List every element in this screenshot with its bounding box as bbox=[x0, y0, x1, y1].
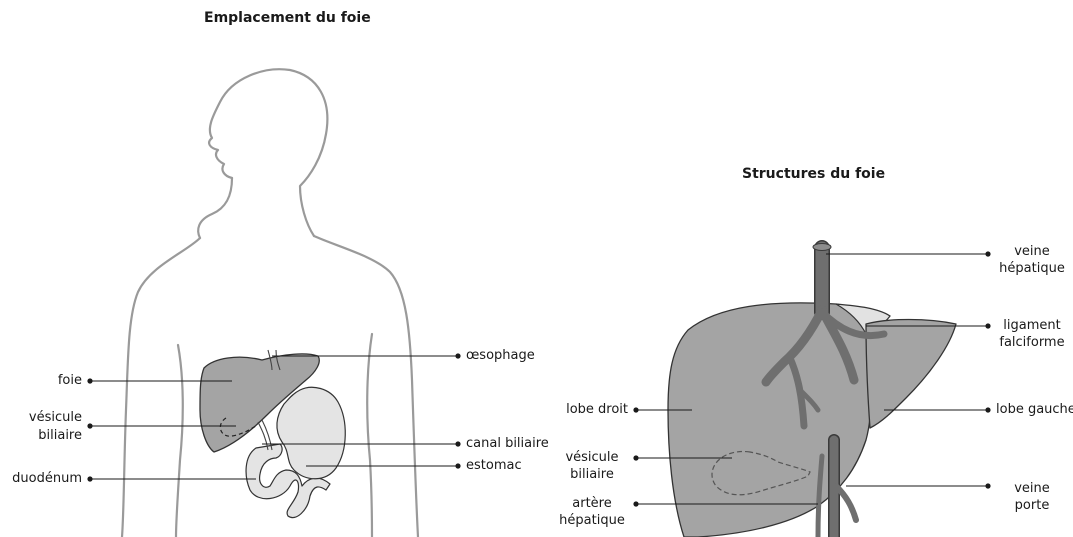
stomach-shape bbox=[277, 387, 345, 478]
body-silhouette bbox=[122, 69, 418, 537]
label-veine-hepatique-line1: veine bbox=[994, 244, 1070, 260]
label-vesicule-line1: vésicule bbox=[10, 410, 82, 426]
label-ligament-line1: ligament bbox=[994, 318, 1070, 334]
label-oesophage: œsophage bbox=[466, 348, 535, 364]
label-vesicule-right-line2: biliaire bbox=[556, 467, 628, 483]
label-ligament-line2: falciforme bbox=[994, 335, 1070, 351]
label-veine-hepatique-line2: hépatique bbox=[994, 261, 1070, 277]
label-veine-porte-line2: porte bbox=[994, 498, 1070, 514]
label-artere-line1: artère bbox=[556, 496, 628, 512]
liver-detail bbox=[668, 244, 956, 537]
left-title: Emplacement du foie bbox=[204, 10, 371, 26]
right-title: Structures du foie bbox=[742, 166, 885, 182]
label-canal-biliaire: canal biliaire bbox=[466, 436, 549, 452]
label-artere-line2: hépatique bbox=[556, 513, 628, 529]
left-organs bbox=[200, 350, 345, 518]
label-lobe-gauche: lobe gauche bbox=[996, 402, 1073, 418]
label-foie: foie bbox=[10, 373, 82, 389]
label-vesicule-line2: biliaire bbox=[10, 428, 82, 444]
label-estomac: estomac bbox=[466, 458, 522, 474]
label-lobe-droit: lobe droit bbox=[540, 402, 628, 418]
label-vesicule-right-line1: vésicule bbox=[556, 450, 628, 466]
label-duodenum: duodénum bbox=[4, 471, 82, 487]
label-veine-porte-line1: veine bbox=[994, 481, 1070, 497]
